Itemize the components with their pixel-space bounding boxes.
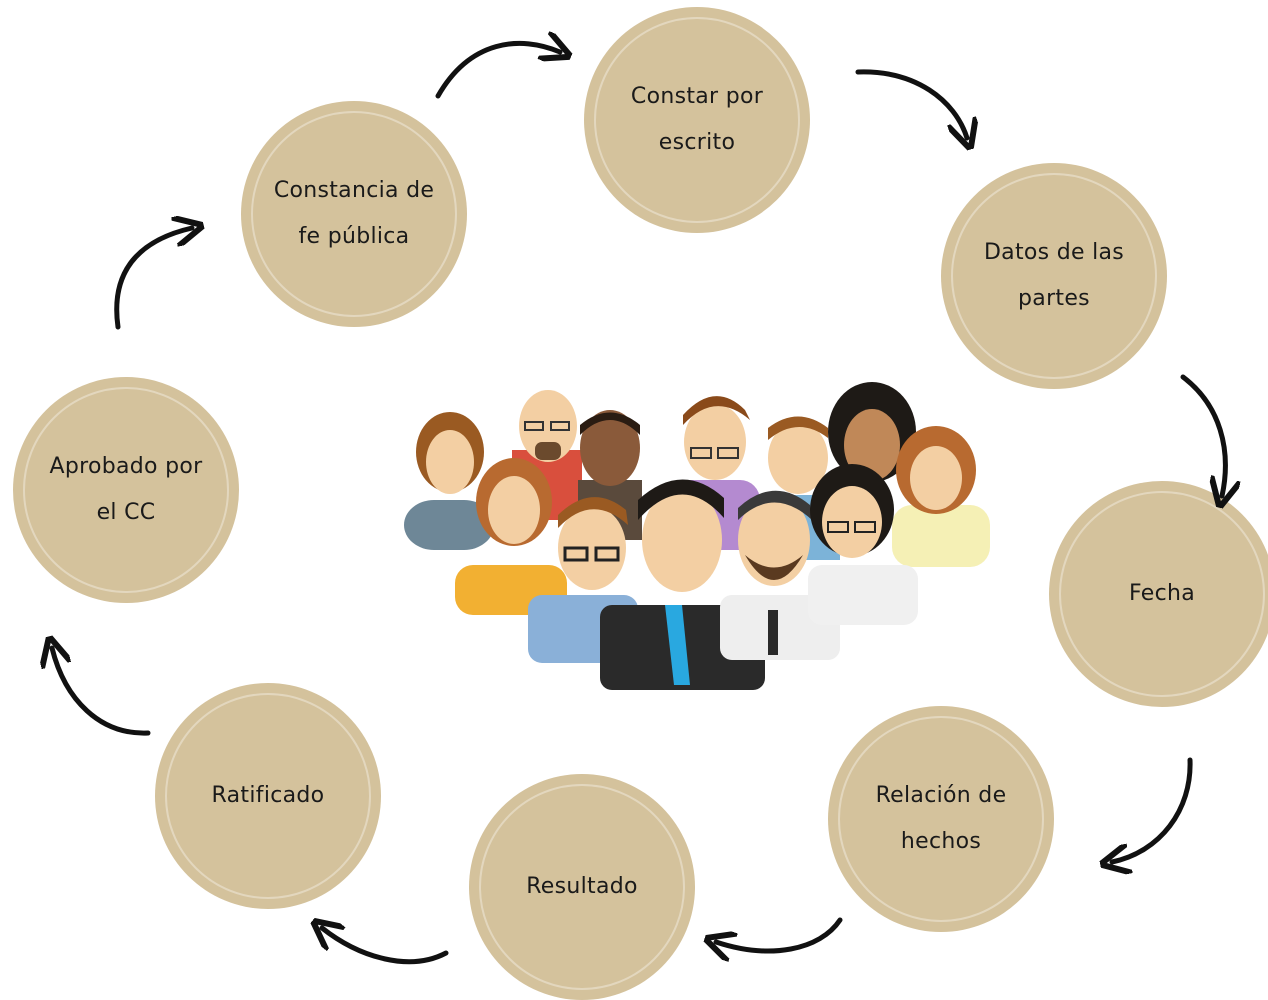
person-curly-orange	[455, 458, 567, 615]
node-label: Datos de las partes	[983, 240, 1125, 311]
person-woman-glasses-white	[808, 464, 918, 625]
arrow-relacion-to-resultado	[716, 917, 843, 951]
node-datos-de-las-partes: Datos de las partes	[941, 163, 1167, 389]
person-woman-dark-hair	[828, 382, 916, 482]
node-aprobado-por-el-cc: Aprobado por el CC	[13, 377, 239, 603]
node-relacion-de-hechos: Relación de hechos	[828, 706, 1054, 932]
node-label: Constancia de fe pública	[273, 178, 435, 249]
node-fecha: Fecha	[1049, 481, 1268, 707]
arrow-constar-to-datos	[855, 69, 967, 138]
arrow-datos-to-fecha	[1180, 374, 1225, 496]
node-label: Constar por escrito	[630, 84, 764, 155]
node-label: Aprobado por el CC	[49, 454, 203, 525]
node-label: Fecha	[1128, 581, 1195, 606]
arrow-ratificado-to-aprobado	[52, 648, 151, 736]
node-constar-por-escrito: Constar por escrito	[584, 7, 810, 233]
arrow-constancia-to-constar	[435, 43, 560, 99]
arrow-resultado-to-ratificado	[322, 928, 449, 965]
node-label: Ratificado	[211, 783, 325, 808]
node-resultado: Resultado	[469, 774, 695, 1000]
person-woman-ginger	[892, 426, 990, 567]
node-ratificado: Ratificado	[155, 683, 381, 909]
arrow-aprobado-to-constancia	[114, 228, 192, 330]
person-woman-brown-hair	[404, 412, 494, 550]
node-constancia-de-fe-publica: Constancia de fe pública	[241, 101, 467, 327]
node-label: Resultado	[526, 874, 638, 899]
arrow-fecha-to-relacion	[1112, 757, 1193, 862]
group-of-people-illustration	[404, 382, 990, 690]
node-label: Relación de hechos	[875, 783, 1007, 854]
